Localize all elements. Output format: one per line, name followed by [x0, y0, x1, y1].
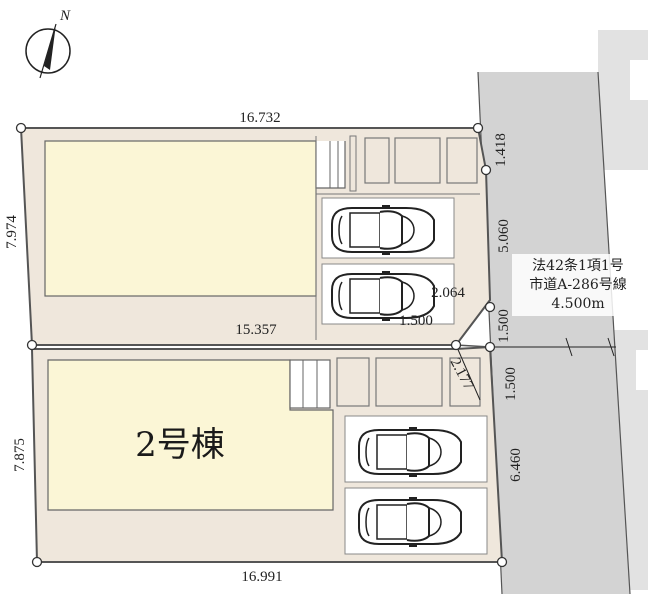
- dim-south-right-upper: 1.500: [503, 367, 519, 401]
- dim-corner-upper: 2.064: [431, 285, 465, 301]
- car-icon: [358, 496, 462, 548]
- building-north: [44, 140, 317, 297]
- dim-south-right-lower: 6.460: [508, 448, 524, 482]
- road-width-label: 4.500m: [551, 296, 604, 312]
- north-label: N: [59, 8, 71, 24]
- dim-south-bottom: 16.991: [241, 569, 282, 585]
- car-icon: [358, 426, 462, 478]
- dim-north-right-lower: 5.060: [496, 219, 512, 253]
- dim-north-right-upper: 1.418: [493, 133, 509, 167]
- dim-north-top: 16.732: [239, 110, 280, 126]
- dim-south-left: 7.875: [12, 438, 28, 472]
- road-label: 法42条1項1号 市道A-286号線 4.500m: [512, 254, 646, 316]
- north-arrow: N: [25, 8, 71, 79]
- dim-north-left: 7.974: [4, 215, 20, 249]
- entrance-steps-south: [289, 359, 331, 409]
- dimension-labels: 16.732 7.974 15.357 1.418 5.060 2.064 1.…: [4, 110, 524, 585]
- road-label-line2: 市道A-286号線: [529, 276, 627, 293]
- corner-cut: [455, 299, 491, 401]
- dim-north-bottom: 15.357: [235, 322, 277, 338]
- dim-corner-inner: 1.500: [399, 313, 433, 329]
- lot-north: [19, 127, 492, 346]
- survey-points: [15, 122, 508, 568]
- building-name: 2号棟: [135, 425, 225, 465]
- car-icon: [331, 204, 435, 256]
- road-label-line1: 法42条1項1号: [532, 257, 624, 274]
- lot-south: 2号棟: [30, 345, 504, 563]
- dim-corner-right: 1.500: [496, 309, 512, 343]
- road-width-dimension: [488, 337, 616, 357]
